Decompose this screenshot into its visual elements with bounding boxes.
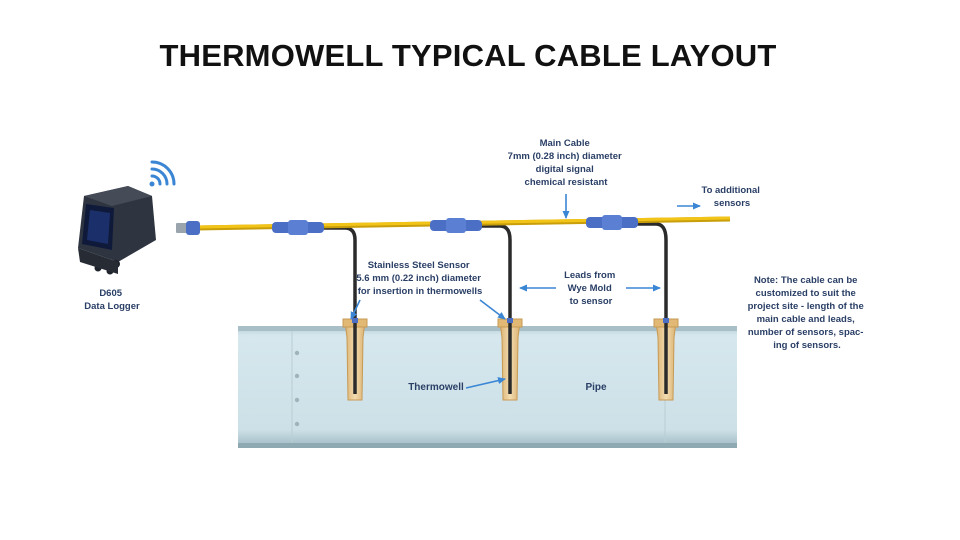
sensor-arrow-right xyxy=(479,299,506,320)
sensor-arrow-left xyxy=(350,299,361,320)
additional-sensors-label: To additional sensors xyxy=(701,185,762,209)
pipe-rivet xyxy=(294,350,300,356)
pipe xyxy=(238,326,737,448)
wye-mold-1 xyxy=(272,220,324,235)
thermowell-3 xyxy=(653,240,679,401)
logger-label: D605 Data Logger xyxy=(84,288,140,312)
sensor-label: Stainless Steel Sensor 5.6 mm (0.22 inch… xyxy=(356,260,483,297)
data-logger-device xyxy=(78,186,156,275)
pipe-rivet xyxy=(294,373,300,379)
thermowell-label: Thermowell xyxy=(408,382,464,393)
pipe-rivet xyxy=(294,421,300,427)
sensor-leads xyxy=(323,222,668,241)
main-cable-label: Main Cable 7mm (0.28 inch) diameter digi… xyxy=(508,138,625,188)
customization-note: Note: The cable can be customized to sui… xyxy=(748,275,867,351)
wye-mold-3 xyxy=(586,215,638,230)
logger-subtitle: Data Logger xyxy=(84,301,140,312)
annotation-arrows xyxy=(350,194,701,389)
pipe-label: Pipe xyxy=(585,382,607,393)
wifi-icon xyxy=(149,160,176,187)
wye-mold-2 xyxy=(430,218,482,233)
logger-name: D605 xyxy=(99,288,122,299)
thermowell-2 xyxy=(497,240,523,401)
logger-connector xyxy=(176,221,200,235)
page-title: THERMOWELL TYPICAL CABLE LAYOUT xyxy=(159,38,777,73)
pipe-rivet xyxy=(294,397,300,403)
thermowell-arrow xyxy=(465,377,506,389)
leads-label: Leads from Wye Mold to sensor xyxy=(564,270,618,307)
